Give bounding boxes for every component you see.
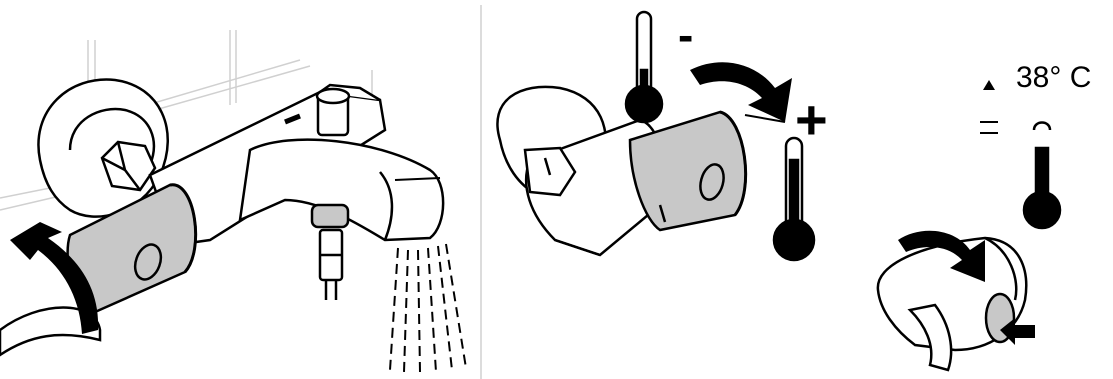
plus-label: + bbox=[795, 92, 828, 148]
rotation-arrow-icon-2 bbox=[690, 62, 792, 122]
thermometer-set-icon bbox=[1024, 123, 1060, 229]
scale-dashes bbox=[980, 122, 998, 133]
panel-3-set-temperature bbox=[878, 80, 1060, 370]
temperature-setting-label: 38° C bbox=[1016, 63, 1091, 93]
diverter-outlet bbox=[312, 205, 348, 300]
panel-2-temperature-adjust bbox=[497, 12, 814, 260]
thermometer-cold-icon bbox=[626, 12, 662, 122]
water-stream bbox=[390, 244, 466, 372]
minus-label: - bbox=[678, 12, 693, 58]
thermometer-hot-icon bbox=[774, 138, 814, 260]
triangle-up-icon bbox=[983, 80, 995, 90]
panel-1-mixer-overview bbox=[0, 30, 466, 372]
